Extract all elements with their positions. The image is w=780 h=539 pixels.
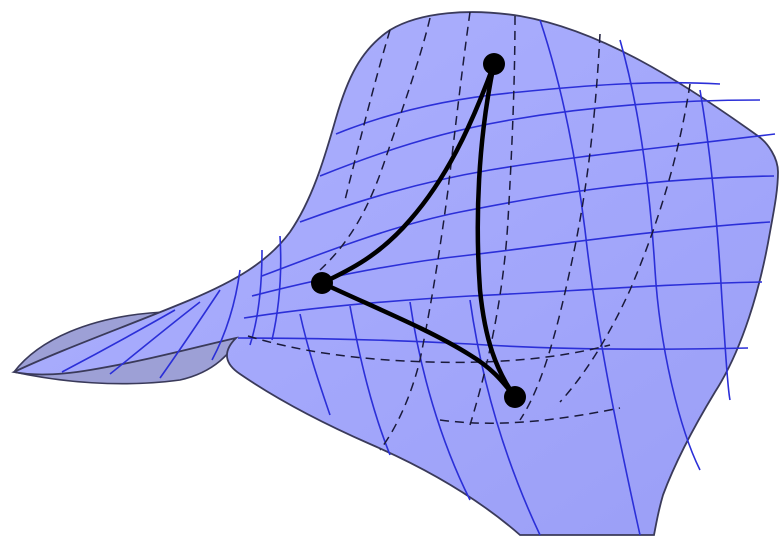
grid-line-visible bbox=[211, 269, 241, 361]
grid-line-visible bbox=[261, 175, 775, 277]
grid-line-visible bbox=[539, 19, 641, 536]
triangle-edge-top-right bbox=[475, 61, 518, 400]
grid-line-visible bbox=[319, 99, 761, 177]
grid-line-hidden bbox=[344, 29, 391, 201]
geodesic-triangle bbox=[319, 61, 518, 400]
triangle-vertex-top bbox=[483, 53, 505, 75]
grid-line-visible bbox=[243, 281, 763, 319]
triangle-edge-top-left bbox=[319, 61, 497, 286]
grid-line-visible bbox=[335, 81, 721, 135]
grid-line-visible bbox=[109, 301, 201, 375]
grid-line-visible bbox=[61, 309, 176, 373]
grid-line-visible bbox=[159, 289, 221, 379]
grid-line-hidden bbox=[469, 15, 516, 426]
grid-line-visible bbox=[619, 39, 701, 471]
grid-line-visible bbox=[699, 89, 731, 401]
triangle-edge-bottom bbox=[319, 280, 518, 400]
grid-line-visible bbox=[469, 299, 541, 536]
saddle-surface bbox=[11, 11, 779, 536]
triangle-vertex-left bbox=[311, 272, 333, 294]
grid-line-visible bbox=[271, 235, 282, 341]
grid-line-visible bbox=[299, 313, 331, 416]
grid-line-hidden bbox=[247, 335, 611, 364]
grid-line-hidden bbox=[439, 407, 621, 424]
grid-hidden-lines bbox=[247, 11, 691, 451]
grid-line-hidden bbox=[379, 11, 471, 451]
triangle-vertex-bottom-right bbox=[504, 386, 526, 408]
triangle-vertices bbox=[311, 53, 526, 408]
grid-line-hidden bbox=[519, 33, 601, 421]
grid-line-visible bbox=[349, 305, 391, 456]
